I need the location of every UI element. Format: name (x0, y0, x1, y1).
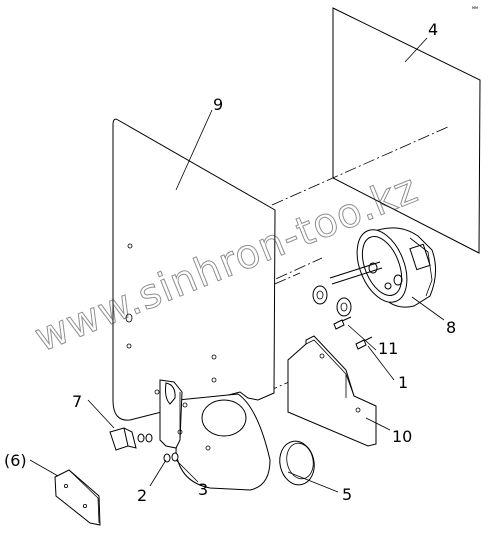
callouts: 4 9 8 11 1 10 5 7 (6) 2 3 (4, 20, 456, 505)
part-11-screw (333, 316, 352, 330)
callout-6: (6) (4, 451, 27, 470)
callout-5: 5 (342, 485, 352, 504)
leader-lines (29, 37, 445, 493)
part-7-clip (109, 427, 153, 451)
part-6-tab (54, 469, 101, 526)
callout-9: 9 (213, 95, 223, 114)
callout-7: 7 (72, 392, 82, 411)
part-8-gauge (329, 227, 436, 308)
part-10-bracket (287, 335, 377, 447)
callout-10: 10 (392, 427, 412, 446)
corner-mark: мм (472, 5, 478, 10)
gauge-fasteners (312, 285, 352, 317)
part-4-rear-panel (332, 7, 481, 254)
part-9-cover-plate (112, 118, 276, 421)
part-5-round-cover (175, 393, 315, 491)
washers-2-3 (163, 452, 179, 463)
callout-4: 4 (428, 20, 438, 39)
callout-3: 3 (198, 480, 208, 499)
callout-8: 8 (446, 318, 456, 337)
callout-11: 11 (378, 339, 398, 358)
callout-2: 2 (137, 486, 147, 505)
callout-1: 1 (398, 373, 408, 392)
part-2-3-slotted-strip (154, 379, 211, 451)
